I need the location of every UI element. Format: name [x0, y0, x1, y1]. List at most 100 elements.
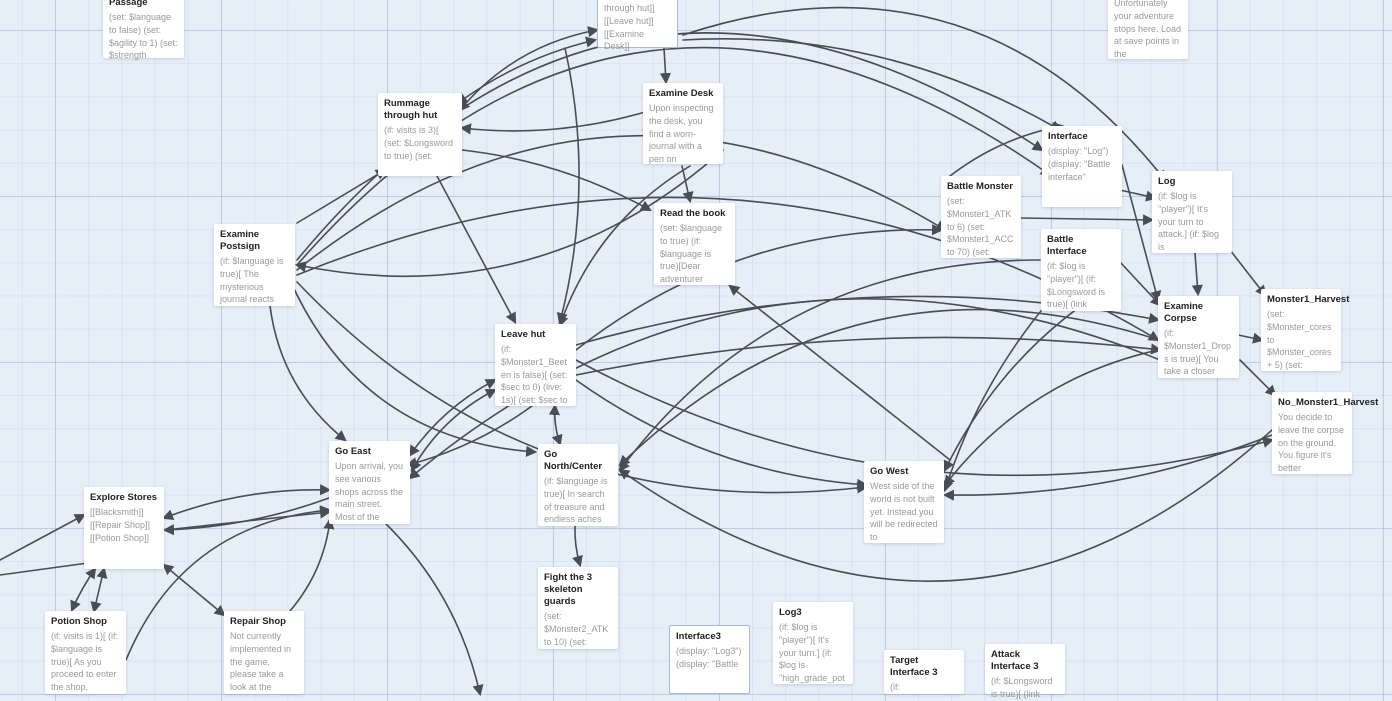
passage-link-arrow — [682, 38, 1062, 132]
passage-excerpt: (if: $Longsword is true)[ (link — [991, 676, 1053, 699]
passage-card-rummage[interactable]: Rummage through hut (if: visits is 3)[ (… — [378, 93, 462, 176]
passage-card-fight-skeletons[interactable]: Fight the 3 skeleton guards (set: $Monst… — [538, 567, 618, 649]
passage-card-through-hut[interactable]: through hut]] [[Leave hut]] [[Examine De… — [597, 0, 678, 51]
passage-link-arrow — [1119, 189, 1158, 202]
passage-excerpt: (set: $Monster2_ATK to 10) (set: — [544, 611, 609, 647]
passage-excerpt: (set: $Monster_cores to $Monster_cores +… — [1267, 309, 1332, 371]
passage-link-arrow — [90, 566, 108, 614]
passage-link-arrow — [943, 349, 1159, 487]
passage-card-game-over[interactable]: Unfortunately your adventure stops here.… — [1108, 0, 1188, 59]
passage-card-go-north[interactable]: Go North/Center (if: $language is true)[… — [538, 444, 618, 526]
passage-card-examine-postsign[interactable]: Examine Postsign (if: $language is true)… — [214, 224, 295, 306]
passage-link-arrow — [436, 175, 517, 324]
passage-card-interface3[interactable]: Interface3 (display: "Log3") (display: "… — [669, 625, 750, 694]
passage-link-arrow — [618, 429, 1273, 582]
passage-excerpt: Not currently implemented in the game, p… — [230, 631, 292, 693]
passage-card-battle-monster[interactable]: Battle Monster (set: $Monster1_ATK to 6)… — [941, 176, 1021, 258]
passage-link-arrow — [461, 149, 652, 212]
passage-link-arrow — [456, 36, 598, 105]
passage-card-examine-desk[interactable]: Examine Desk Upon inspecting the desk, y… — [643, 83, 723, 164]
passage-title: Log3 — [779, 607, 802, 618]
passage-title: Interface3 — [676, 631, 721, 642]
passage-title: Monster1_Harvest — [1267, 294, 1350, 305]
passage-link-arrow — [458, 26, 600, 112]
passage-card-log[interactable]: Log (if: $log is "player")[ It's your tu… — [1152, 171, 1232, 253]
passage-excerpt: [[Blacksmith]] [[Repair Shop]] [[Potion … — [90, 507, 151, 543]
passage-link-arrow — [408, 378, 497, 457]
passage-title: Target Interface 3 — [890, 655, 938, 678]
passage-card-attack-interface3[interactable]: Attack Interface 3 (if: $Longsword is tr… — [985, 644, 1065, 699]
passage-card-read-book[interactable]: Read the book (set: $language to true) (… — [654, 203, 735, 285]
passage-link-arrow — [162, 497, 330, 536]
passage-excerpt: (if: $log is "player")[ It's your turn.]… — [779, 622, 845, 684]
passage-link-arrow — [1191, 252, 1203, 297]
passage-card-interface[interactable]: Interface (display: "Log") (display: "Ba… — [1042, 126, 1122, 207]
passage-excerpt: (if: — [890, 682, 900, 692]
passage-excerpt: (set: $language to true) (if: $language … — [660, 223, 723, 285]
passage-title: Passage — [109, 0, 148, 8]
passage-excerpt: (if: visits is 3)[ (set: $Longsword to t… — [384, 125, 454, 161]
passage-title: Battle Monster — [947, 181, 1013, 192]
passage-excerpt: (display: "Log") (display: "Battle inter… — [1048, 146, 1111, 182]
passage-excerpt: West side of the world is not built yet.… — [870, 481, 938, 543]
passage-excerpt: (if: $log is "player")[ (if: $Longsword … — [1047, 261, 1106, 310]
passage-link-arrow — [575, 336, 1163, 376]
passage-title: Rummage through hut — [384, 98, 438, 121]
passage-excerpt: (if: $Monster1_Beeten is false)[ (set: $… — [501, 344, 568, 406]
passage-title: Read the book — [660, 208, 726, 219]
passage-link-arrow — [681, 165, 694, 204]
passage-link-arrow — [1237, 332, 1265, 344]
passage-title: Examine Corpse — [1164, 301, 1204, 324]
passage-excerpt: (if: $language is true)[ The mysterious … — [220, 256, 284, 305]
passage-card-go-east[interactable]: Go East Upon arrival, you see various sh… — [329, 441, 410, 524]
passage-card-no-monster1-harvest[interactable]: No_Monster1_Harvest You decide to leave … — [1272, 392, 1378, 474]
passage-card-passage[interactable]: Passage (set: $language to false) (set: … — [103, 0, 184, 60]
passage-link-arrow — [164, 507, 332, 531]
passage-link-arrow — [575, 224, 944, 351]
passage-link-arrow — [618, 259, 1041, 472]
passage-card-repair-shop[interactable]: Repair Shop Not currently implemented in… — [224, 611, 304, 694]
passage-card-explore-stores[interactable]: Explore Stores [[Blacksmith]] [[Repair S… — [84, 487, 164, 569]
passage-excerpt: (if: $language is true)[ In search of tr… — [544, 476, 608, 525]
passage-link-arrow — [618, 308, 1160, 467]
passage-link-arrow — [0, 513, 86, 561]
passage-title: Go East — [335, 446, 371, 457]
passage-link-arrow — [289, 517, 335, 612]
passage-card-log3[interactable]: Log3 (if: $log is "player")[ It's your t… — [773, 602, 853, 684]
passage-title: Battle Interface — [1047, 234, 1087, 257]
passage-link-arrow — [1119, 261, 1162, 307]
passage-link-arrow — [459, 111, 646, 135]
passage-title: Go West — [870, 466, 909, 477]
passage-excerpt: (set: $Monster1_ATK to 6) (set: $Monster… — [947, 196, 1014, 258]
passage-card-go-west[interactable]: Go West West side of the world is not bu… — [864, 461, 944, 543]
passage-title: Potion Shop — [51, 616, 107, 627]
passage-excerpt: (display: "Log3") (display: "Battle — [676, 646, 742, 669]
passage-card-battle-interface[interactable]: Battle Interface (if: $log is "player")[… — [1041, 229, 1121, 311]
passage-link-arrow — [70, 567, 97, 613]
passage-title: Log — [1158, 176, 1176, 187]
passage-excerpt: Upon inspecting the desk, you find a wor… — [649, 103, 714, 165]
passage-card-monster1-harvest[interactable]: Monster1_Harvest (set: $Monster_cores to… — [1261, 289, 1350, 371]
passage-link-arrow — [410, 388, 497, 472]
passage-title: Explore Stores — [90, 492, 158, 503]
passage-link-arrow — [161, 484, 332, 521]
passage-link-arrow — [1229, 249, 1267, 297]
passage-link-arrow — [572, 525, 583, 568]
passage-card-potion-shop[interactable]: Potion Shop (if: visits is 1)[ (if: $lan… — [45, 611, 126, 694]
passage-link-arrow — [162, 563, 226, 617]
passage-title: Go North/Center — [544, 449, 603, 472]
passage-title: Examine Desk — [649, 88, 714, 99]
passage-excerpt: (if: $Monster1_Drops is true)[ You take … — [1164, 328, 1232, 377]
passage-link-arrow — [556, 47, 580, 325]
passage-excerpt: (set: $language to false) (set: $agility… — [109, 12, 178, 61]
passage-link-arrow — [575, 379, 869, 490]
passage-title: Fight the 3 skeleton guards — [544, 572, 593, 607]
passage-link-arrow — [405, 399, 541, 469]
passage-card-examine-corpse[interactable]: Examine Corpse (if: $Monster1_Drops is t… — [1158, 296, 1239, 378]
passage-link-arrow — [1019, 214, 1155, 226]
passage-card-target-interface3[interactable]: Target Interface 3 (if: — [884, 650, 964, 694]
passage-excerpt: Upon arrival, you see various shops acro… — [335, 461, 404, 523]
passage-excerpt: Unfortunately your adventure stops here.… — [1114, 0, 1182, 60]
passage-card-leave-hut[interactable]: Leave hut (if: $Monster1_Beeten is false… — [495, 324, 576, 406]
